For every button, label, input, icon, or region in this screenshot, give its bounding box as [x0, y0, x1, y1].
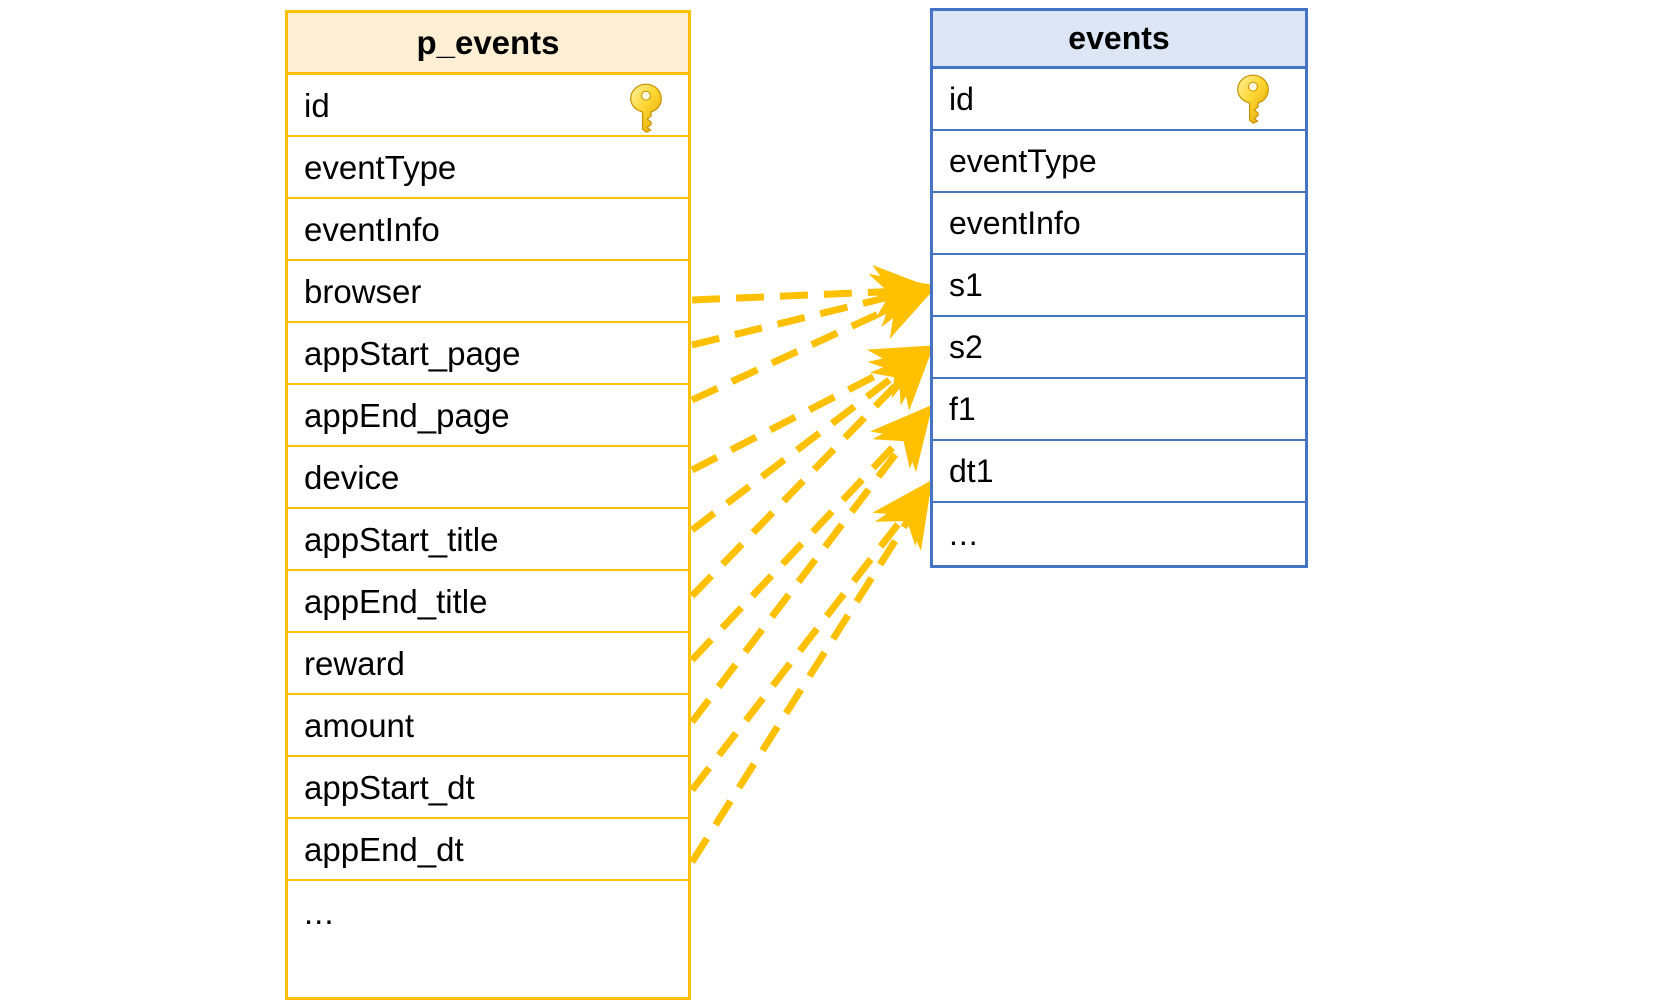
column-row[interactable]: eventType	[933, 131, 1305, 193]
column-row[interactable]: appEnd_page	[288, 385, 688, 447]
mapping-line	[690, 345, 936, 474]
column-name: device	[304, 458, 400, 496]
primary-key-icon	[629, 83, 663, 141]
mapping-line	[689, 405, 933, 725]
column-name: appEnd_title	[304, 582, 488, 620]
table-p-events-columns: id eventType eventInfo browser appStart_page…	[288, 75, 688, 943]
table-events[interactable]: events id eventType eventInfo s1 s2 f1 dt1...	[930, 8, 1308, 568]
mapping-line	[690, 287, 936, 404]
column-row[interactable]: appEnd_title	[288, 571, 688, 633]
column-name: appStart_dt	[304, 768, 475, 806]
column-row[interactable]: ...	[288, 881, 688, 943]
mapping-line	[689, 404, 934, 663]
mapping-line	[691, 264, 937, 320]
mapping-line	[689, 345, 935, 533]
column-name: ...	[949, 516, 979, 552]
table-events-title: events	[933, 11, 1305, 69]
column-name: id	[949, 81, 974, 117]
column-name: s2	[949, 329, 983, 365]
column-name: eventType	[949, 143, 1097, 179]
column-row[interactable]: amount	[288, 695, 688, 757]
column-row[interactable]: ...	[933, 503, 1305, 565]
column-row[interactable]: browser	[288, 261, 688, 323]
table-p-events[interactable]: p_events id eventType eventInfo browser appS…	[285, 10, 691, 1000]
column-name: appStart_title	[304, 520, 499, 558]
column-name: f1	[949, 391, 976, 427]
column-row[interactable]: eventType	[288, 137, 688, 199]
mapping-line	[691, 273, 937, 349]
column-name: dt1	[949, 453, 994, 489]
column-name: ...	[304, 893, 335, 931]
column-row[interactable]: eventInfo	[288, 199, 688, 261]
column-row[interactable]: appStart_title	[288, 509, 688, 571]
column-name: reward	[304, 644, 405, 682]
column-row[interactable]: eventInfo	[933, 193, 1305, 255]
column-name: amount	[304, 706, 415, 744]
table-p-events-title: p_events	[288, 13, 688, 75]
column-row[interactable]: f1	[933, 379, 1305, 441]
column-name: browser	[304, 272, 422, 310]
column-name: appEnd_dt	[304, 830, 464, 868]
primary-key-icon	[1237, 74, 1269, 124]
column-name: eventInfo	[304, 210, 440, 248]
primary-key-icon	[630, 83, 662, 133]
column-row[interactable]: id	[933, 69, 1305, 131]
column-row[interactable]: s2	[933, 317, 1305, 379]
column-name: eventInfo	[949, 205, 1081, 241]
column-row[interactable]: id	[288, 75, 688, 137]
mapping-line	[689, 479, 933, 793]
column-row[interactable]: appStart_page	[288, 323, 688, 385]
column-name: s1	[949, 267, 983, 303]
primary-key-icon	[1236, 74, 1270, 132]
column-name: eventType	[304, 148, 457, 186]
mapping-line	[689, 346, 934, 599]
column-row[interactable]: device	[288, 447, 688, 509]
column-name: appEnd_page	[304, 396, 510, 434]
column-name: appStart_page	[304, 334, 521, 372]
column-row[interactable]: appEnd_dt	[288, 819, 688, 881]
connector-line-group	[689, 264, 937, 864]
column-row[interactable]: appStart_dt	[288, 757, 688, 819]
column-row[interactable]: reward	[288, 633, 688, 695]
mapping-line	[689, 483, 932, 864]
table-events-columns: id eventType eventInfo s1 s2 f1 dt1...	[933, 69, 1305, 565]
column-row[interactable]: dt1	[933, 441, 1305, 503]
column-row[interactable]: s1	[933, 255, 1305, 317]
column-name: id	[304, 86, 330, 124]
